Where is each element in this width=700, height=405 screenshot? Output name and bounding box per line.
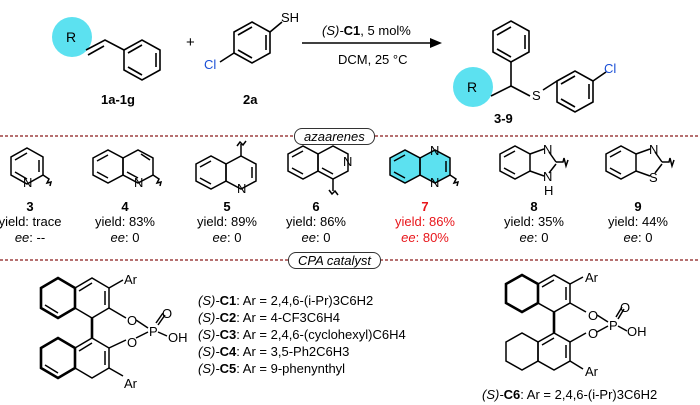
compound-yield: yield: 86% [286,214,346,229]
binol-ar-bottom: Ar [124,376,137,391]
quinoxaline-structure [389,149,460,187]
c6-ar-top: Ar [585,270,598,285]
compound-number: 3 [26,199,34,214]
thiol-sh-label: SH [281,10,300,25]
product-skeleton [490,20,607,113]
product-label: 3-9 [494,111,513,126]
reactant1-label: 1a-1g [101,92,135,107]
compound-ee: ee: 0 [110,230,140,245]
r-substituent-bubble [52,17,92,57]
benzothiazole-structure [605,145,675,180]
binol-o-double: O [162,306,173,321]
catalyst-condition: (S)-C1, 5 mol% [322,23,411,38]
compound-yield: yield: 83% [95,214,155,229]
compound-ee: ee: 80% [401,230,449,245]
benzimidazole-n2: N [543,169,553,184]
compound-number: 5 [223,199,231,214]
binol-o1: O [127,313,138,328]
styrene-r-label: R [66,29,77,45]
catalyst-c6: (S)-C6: Ar = 2,4,6-(i-Pr)3C6H2 [482,387,658,402]
benzothiazole-s: S [649,170,658,185]
catalyst-c5: (S)-C5: Ar = 9-phenynthyl [198,361,346,376]
binol-cpa-structure [39,276,168,380]
plus-sign: + [186,34,195,51]
vinyl-bond [85,39,125,51]
benzimidazole-structure [499,145,569,180]
product-cl-label: Cl [604,61,617,76]
catalyst-c4: (S)-C4: Ar = 3,5-Ph2C6H3 [198,344,350,359]
catalyst-c1: (S)-C1: Ar = 2,4,6-(i-Pr)3C6H2 [198,293,374,308]
c6-o1: O [588,308,599,323]
compound-yield: yield: 35% [504,214,564,229]
quinoxaline-n2: N [430,175,440,190]
h8-binol-cpa-structure [504,273,628,371]
compound-yield: yield: 86% [395,214,455,229]
thiol-cl-label: Cl [204,57,217,72]
pyridine-structure [10,147,53,187]
quinoline-2-n: N [134,175,144,190]
compound-ee: ee: 0 [623,230,653,245]
quinoline-4-n: N [237,181,247,196]
c6-o2: O [588,326,599,341]
c6-ar-bottom: Ar [585,364,598,379]
catalyst-c2: (S)-C2: Ar = 4-CF3C6H4 [198,310,340,325]
styrene-phenyl-ring [123,39,161,81]
compound-number: 6 [312,199,320,214]
isoquinoline-n: N [343,154,353,169]
quinoline-4-structure [195,140,257,190]
c6-oh: OH [627,324,647,339]
compound-yield: yield: 44% [608,214,668,229]
catalyst-c3: (S)-C3: Ar = 2,4,6-(cyclohexyl)C6H4 [198,327,406,342]
product-s-label: S [532,88,541,103]
compound-number: 4 [121,199,129,214]
quinoxaline-n1: N [430,143,440,158]
product-r-label: R [467,79,478,95]
azaarenes-section-title: azaarenes [294,128,375,145]
pyridine-n: N [23,175,33,190]
reaction-scheme [0,17,700,137]
benzimidazole-h: H [544,183,554,198]
solvent-temperature: DCM, 25 °C [338,52,408,67]
c6-o-double: O [620,300,631,315]
binol-oh: OH [168,330,188,345]
cpa-section-title: CPA catalyst [288,252,381,269]
product-r-bubble [453,67,493,107]
reactant2-label: 2a [243,92,258,107]
quinoline-2-structure [92,149,163,187]
benzothiazole-n: N [649,142,659,157]
isoquinoline-structure [287,145,349,196]
compound-ee: ee: 0 [301,230,331,245]
compound-yield: yield: 89% [197,214,257,229]
compound-number: 8 [530,199,538,214]
compound-ee: ee: -- [14,230,46,245]
binol-o2: O [127,335,138,350]
compound-yield: yield: trace [0,214,62,229]
binol-ar-top: Ar [124,272,137,287]
compound-ee: ee: 0 [519,230,549,245]
compound-number: 7 [421,199,429,214]
binol-p: P [149,324,158,339]
c6-p: P [609,318,618,333]
thiophenol-ring [219,21,283,64]
compound-number: 9 [634,199,642,214]
compound-ee: ee: 0 [212,230,242,245]
benzimidazole-n1: N [543,142,553,157]
